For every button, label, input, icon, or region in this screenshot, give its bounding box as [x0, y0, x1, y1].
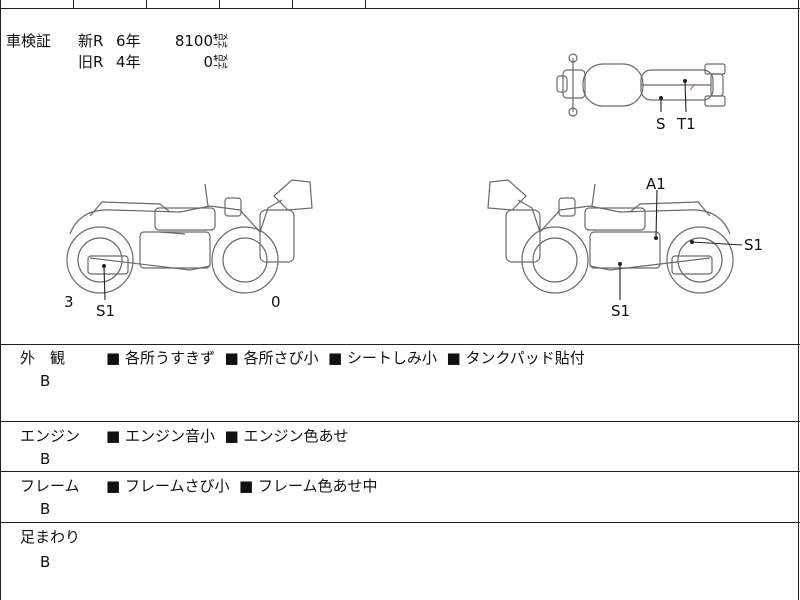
old-meter-label: 旧R	[78, 53, 104, 71]
motorcycle-right-side-view	[487, 179, 743, 300]
header-divider	[146, 0, 147, 8]
right-border	[798, 0, 799, 600]
section-label-exterior: 外 観	[20, 349, 66, 367]
new-meter-years: 6年	[116, 32, 141, 50]
header-divider	[219, 0, 220, 8]
motorcycle-left-side-view	[66, 179, 313, 301]
inspection-label: 車検証	[6, 32, 52, 50]
section-label-frame: フレーム	[20, 477, 80, 495]
right-mark-a1: A1	[646, 175, 666, 193]
right-mark-s1-lower: S1	[611, 302, 631, 320]
new-meter-km: 8100㌖	[174, 32, 228, 50]
section-divider	[0, 421, 800, 422]
old-meter-km: 0㌖	[203, 53, 228, 71]
left-mark-s1: S1	[96, 302, 116, 320]
section-divider	[0, 471, 800, 472]
header-divider	[73, 0, 74, 8]
section-items-exterior: ■ 各所うすきず ■ 各所さび小 ■ シートしみ小 ■ タンクパッド貼付	[106, 351, 585, 366]
left-border	[0, 0, 1, 600]
old-meter-years: 4年	[116, 53, 141, 71]
exterior-item: ■ 各所うすきず	[106, 349, 215, 367]
left-mark-3: 3	[64, 293, 74, 311]
exterior-item: ■ 各所さび小	[224, 349, 319, 367]
motorcycle-top-view	[556, 53, 726, 117]
top-mark-s: S	[656, 115, 666, 133]
section-items-engine: ■ エンジン音小 ■ エンジン色あせ	[106, 429, 348, 444]
frame-item: ■ フレームさび小	[106, 477, 230, 495]
engine-item: ■ エンジン音小	[106, 427, 215, 445]
top-mark-t1: T1	[677, 115, 696, 133]
engine-item: ■ エンジン色あせ	[224, 427, 349, 445]
exterior-item: ■ タンクパッド貼付	[446, 349, 585, 367]
section-items-frame: ■ フレームさび小 ■ フレーム色あせ中	[106, 479, 378, 494]
left-mark-0: 0	[271, 293, 281, 311]
section-grade-exterior: B	[40, 372, 51, 390]
section-grade-engine: B	[40, 450, 51, 468]
section-label-engine: エンジン	[20, 427, 81, 445]
header-bottom-border	[0, 8, 800, 9]
exterior-item: ■ シートしみ小	[328, 349, 437, 367]
section-divider	[0, 344, 800, 345]
section-divider	[0, 522, 800, 523]
new-meter-label: 新R	[78, 32, 104, 50]
section-label-suspension: 足まわり	[20, 528, 81, 546]
frame-item: ■ フレーム色あせ中	[239, 477, 378, 495]
section-grade-suspension: B	[40, 553, 51, 571]
section-grade-frame: B	[40, 500, 51, 518]
header-divider	[365, 0, 366, 8]
header-divider	[292, 0, 293, 8]
right-mark-s1-rear: S1	[744, 236, 764, 254]
